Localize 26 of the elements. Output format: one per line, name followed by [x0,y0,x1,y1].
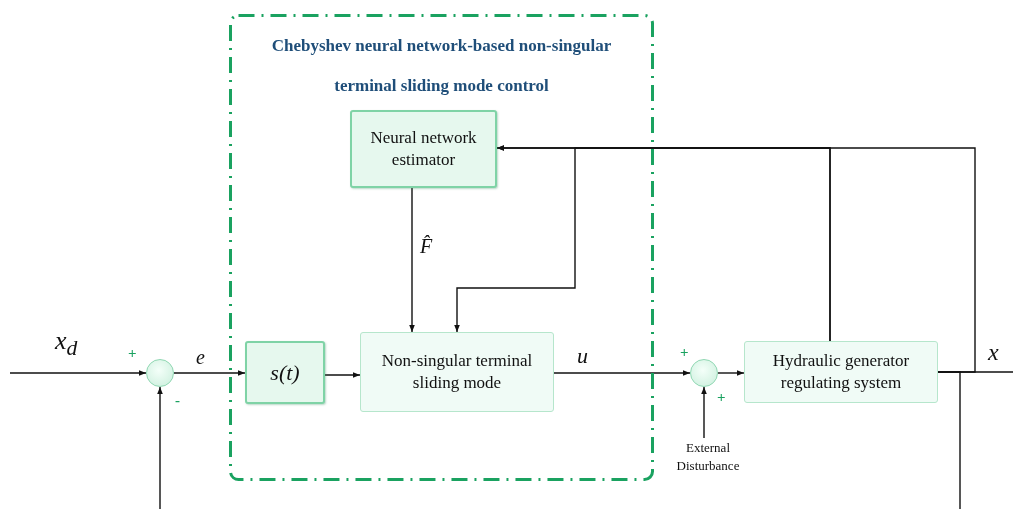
arrow [9,370,147,376]
block: Non-singular terminal sliding mode [360,332,554,412]
summing-junction [146,359,174,387]
arrow [409,187,415,333]
edge-label: e [196,347,205,367]
edge-label: F̂ [420,236,433,256]
input-label: External Disturbance [664,438,752,476]
edge-label: x$_{d}$ [55,328,78,360]
arrow [173,370,246,376]
sign-label: + [680,345,689,360]
sign-label: + [717,390,726,405]
sign-label: + [128,346,137,361]
dashed-group-frame [229,14,654,481]
edge-label: u [577,345,588,367]
arrow [553,370,691,376]
arrow [717,370,745,376]
block: Hydraulic generator regulating system [744,341,938,403]
block: Neural network estimator [350,110,497,188]
arrow [324,372,361,378]
summing-junction [690,359,718,387]
arrow [701,386,707,439]
sign-label: - [175,393,180,408]
arrow [157,371,961,509]
edge-label: x [988,340,999,364]
block: s(t) [245,341,325,404]
group-title: Chebyshev neural network-based non-singular terminal sliding mode control [271,36,612,95]
